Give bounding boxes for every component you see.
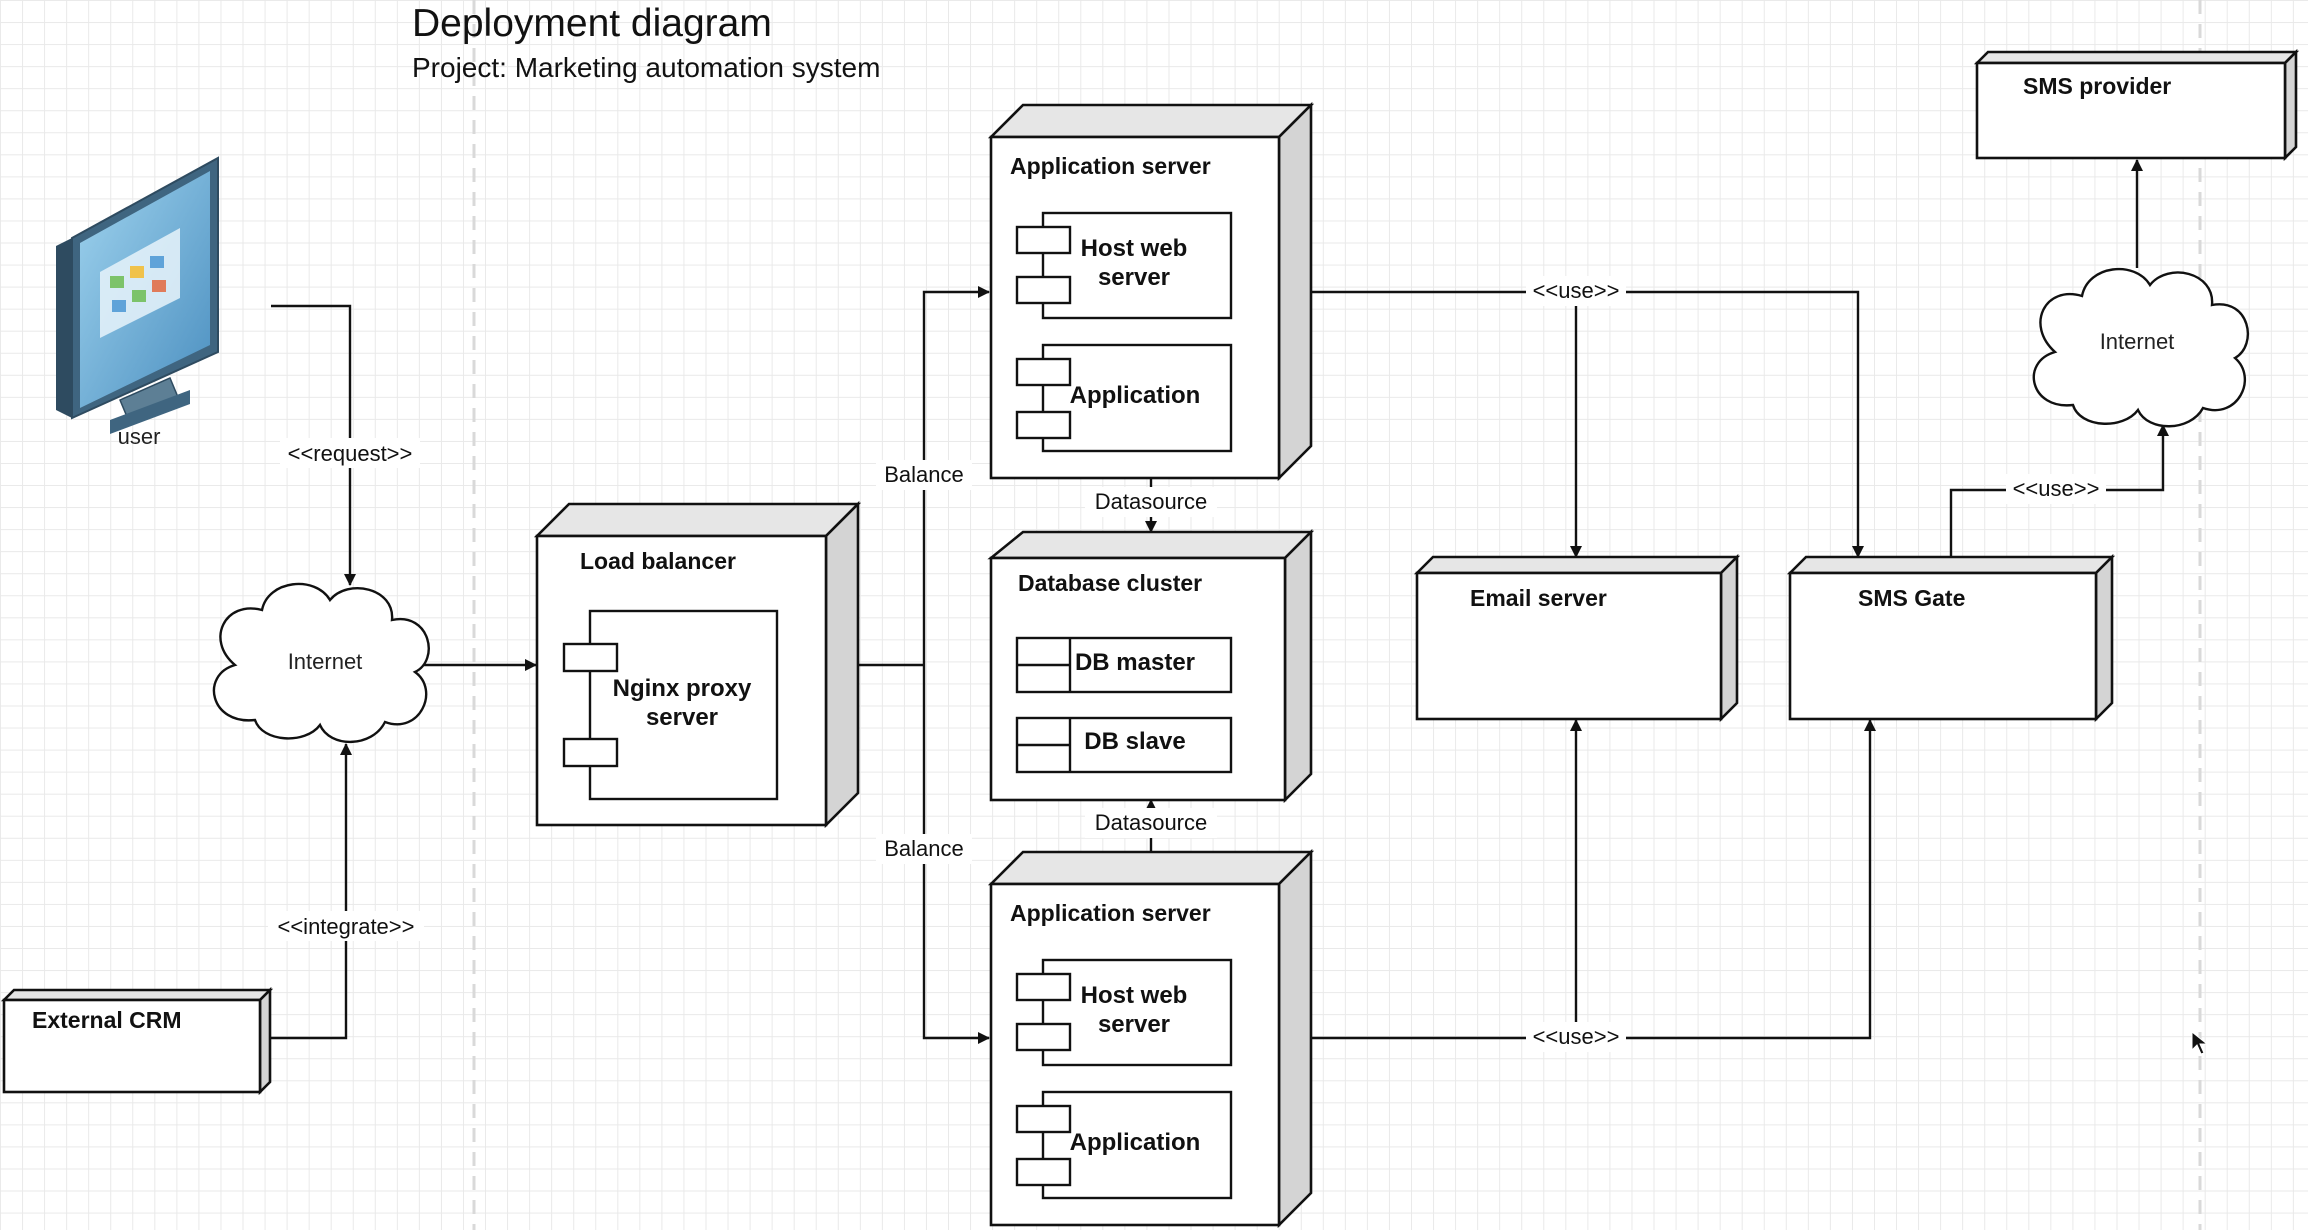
edge-user-to-internet xyxy=(271,304,356,586)
component-application-top[interactable]: Application xyxy=(1015,343,1233,453)
component-application-bottom[interactable]: Application xyxy=(1015,1090,1233,1200)
edge-label-use-bottom: <<use>> xyxy=(1533,1024,1620,1049)
node-app-server-top[interactable]: Application server Host web server Appli… xyxy=(987,101,1315,482)
component-nginx-label-2: server xyxy=(646,704,718,731)
edge-label-datasource-bottom: Datasource xyxy=(1095,810,1208,835)
node-sms-gate-title: SMS Gate xyxy=(1858,585,1965,611)
node-database-cluster[interactable]: Database cluster DB master DB slave xyxy=(987,528,1315,804)
component-application-bottom-label: Application xyxy=(1070,1129,1201,1156)
internet-cloud-left-label: Internet xyxy=(288,649,363,674)
component-host-web-bottom-label-2: server xyxy=(1098,1011,1170,1038)
node-sms-gate[interactable]: SMS Gate xyxy=(1786,553,2116,723)
edge-balance-bottom xyxy=(922,665,990,1044)
node-load-balancer-title: Load balancer xyxy=(580,548,736,574)
internet-cloud-right-label: Internet xyxy=(2100,329,2175,354)
component-nginx-proxy[interactable]: Nginx proxy server xyxy=(562,609,779,801)
edge-label-use-top: <<use>> xyxy=(1533,278,1620,303)
edge-app-bottom-to-sms-gate xyxy=(1311,719,1876,1040)
internet-cloud-left: Internet xyxy=(212,582,430,744)
component-host-web-top-label-2: server xyxy=(1098,264,1170,291)
edge-crm-to-internet xyxy=(270,743,352,1040)
node-external-crm-title: External CRM xyxy=(32,1007,182,1033)
user-monitor-icon xyxy=(56,156,219,434)
node-database-cluster-title: Database cluster xyxy=(1018,570,1202,596)
edge-label-request: <<request>> xyxy=(288,441,413,466)
component-db-slave[interactable]: DB slave xyxy=(1015,716,1233,774)
component-application-top-label: Application xyxy=(1070,382,1201,409)
node-email-server-title: Email server xyxy=(1470,585,1607,611)
user-label: user xyxy=(118,424,161,449)
node-external-crm[interactable]: External CRM xyxy=(0,986,274,1096)
node-email-server[interactable]: Email server xyxy=(1413,553,1741,723)
node-app-server-top-title: Application server xyxy=(1010,153,1211,179)
edge-label-integrate: <<integrate>> xyxy=(277,914,414,939)
component-host-web-server-top[interactable]: Host web server xyxy=(1015,211,1233,320)
node-app-server-bottom[interactable]: Application server Host web server Appli… xyxy=(987,848,1315,1229)
mouse-cursor-icon xyxy=(2191,1030,2209,1055)
page-subtitle: Project: Marketing automation system xyxy=(412,52,880,83)
node-app-server-bottom-title: Application server xyxy=(1010,900,1211,926)
node-sms-provider[interactable]: SMS provider xyxy=(1973,48,2300,162)
component-db-master[interactable]: DB master xyxy=(1015,636,1233,694)
component-nginx-label-1: Nginx proxy xyxy=(613,675,752,702)
edge-label-use-sms: <<use>> xyxy=(2013,476,2100,501)
edge-label-datasource-top: Datasource xyxy=(1095,489,1208,514)
component-host-web-server-bottom[interactable]: Host web server xyxy=(1015,958,1233,1067)
internet-cloud-right: Internet xyxy=(2032,267,2250,428)
edge-app-top-to-sms-gate xyxy=(1311,290,1864,558)
edge-label-balance-top: Balance xyxy=(884,462,964,487)
component-host-web-bottom-label-1: Host web xyxy=(1081,982,1188,1009)
page-title: Deployment diagram xyxy=(412,2,772,45)
component-db-master-label: DB master xyxy=(1075,649,1195,676)
node-sms-provider-title: SMS provider xyxy=(2023,73,2171,99)
node-load-balancer[interactable]: Load balancer Nginx proxy server xyxy=(533,500,862,829)
edge-label-balance-bottom: Balance xyxy=(884,836,964,861)
component-db-slave-label: DB slave xyxy=(1084,728,1185,755)
edge-balance-top xyxy=(922,286,990,665)
component-host-web-top-label-1: Host web xyxy=(1081,235,1188,262)
